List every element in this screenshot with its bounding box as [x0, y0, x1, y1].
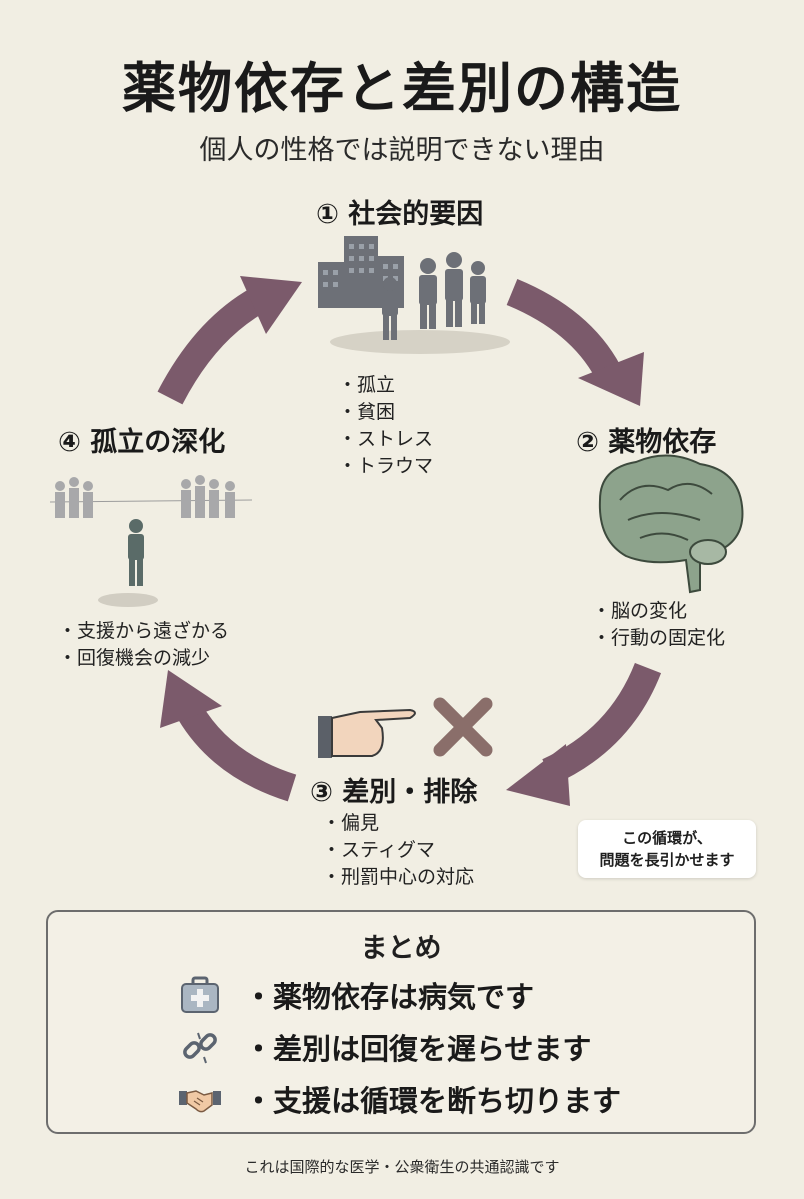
page-subtitle: 個人の性格では説明できない理由	[199, 135, 605, 166]
isolated-person-illustration	[49, 475, 253, 607]
page-title: 薬物依存と差別の構造	[122, 57, 682, 120]
pointing-hand-icon	[318, 708, 416, 758]
bullet-item: トラウマ	[338, 453, 433, 480]
bullet-item: ストレス	[338, 426, 433, 453]
footer-note: これは国際的な医学・公衆衛生の共通認識です	[244, 1158, 560, 1176]
cycle-note-line: 問題を長引かせます	[599, 851, 735, 869]
bullet-item: 支援から遠ざかる	[58, 618, 229, 645]
bullet-item: スティグマ	[322, 837, 474, 864]
summary-box: まとめ ・薬物依存は病気です ・差別は回復を遅らせます ・支援は循環を断ち切りま…	[46, 910, 756, 1134]
cycle-note-callout: この循環が、 問題を長引かせます	[578, 820, 756, 878]
node-discrimination-bullets: 偏見 スティグマ 刑罰中心の対応	[322, 810, 474, 891]
node-deepening-isolation-bullets: 支援から遠ざかる 回復機会の減少	[58, 618, 229, 672]
bullet-item: 貧困	[338, 399, 433, 426]
cross-mark-icon	[433, 697, 493, 757]
bullet-item: 脳の変化	[592, 598, 725, 625]
brain-illustration	[598, 454, 744, 594]
cycle-note-line: この循環が、	[622, 829, 712, 847]
summary-item-text: ・差別は回復を遅らせます	[244, 1032, 592, 1066]
node-social-factors-bullets: 孤立 貧困 ストレス トラウマ	[338, 372, 433, 480]
medical-kit-icon	[181, 976, 219, 1013]
handshake-icon	[179, 1090, 221, 1113]
city-crowd-illustration	[318, 236, 510, 354]
summary-item: ・差別は回復を遅らせます	[178, 1026, 591, 1068]
node-deepening-isolation-title: ④ 孤立の深化	[58, 427, 226, 458]
cycle-arrow-3-to-4	[160, 670, 297, 802]
node-discrimination-title: ③ 差別・排除	[310, 777, 478, 808]
cycle-arrow-1-to-2	[506, 279, 644, 406]
bullet-item: 孤立	[338, 372, 433, 399]
node-drug-dependence-bullets: 脳の変化 行動の固定化	[592, 598, 725, 652]
bullet-item: 行動の固定化	[592, 625, 725, 652]
bullet-item: 刑罰中心の対応	[322, 864, 474, 891]
summary-item: ・支援は循環を断ち切ります	[178, 1078, 621, 1120]
summary-item: ・薬物依存は病気です	[178, 974, 534, 1016]
node-drug-dependence-title: ② 薬物依存	[576, 427, 717, 458]
cycle-arrow-2-to-3	[506, 662, 662, 806]
summary-heading: まとめ	[360, 933, 442, 964]
summary-item-text: ・支援は循環を断ち切ります	[244, 1084, 622, 1118]
node-social-factors-title: ① 社会的要因	[316, 199, 484, 230]
summary-item-text: ・薬物依存は病気です	[244, 980, 535, 1014]
bullet-item: 偏見	[322, 810, 474, 837]
cycle-arrow-4-to-1	[157, 276, 302, 405]
broken-chain-icon	[183, 1032, 217, 1064]
bullet-item: 回復機会の減少	[58, 645, 229, 672]
